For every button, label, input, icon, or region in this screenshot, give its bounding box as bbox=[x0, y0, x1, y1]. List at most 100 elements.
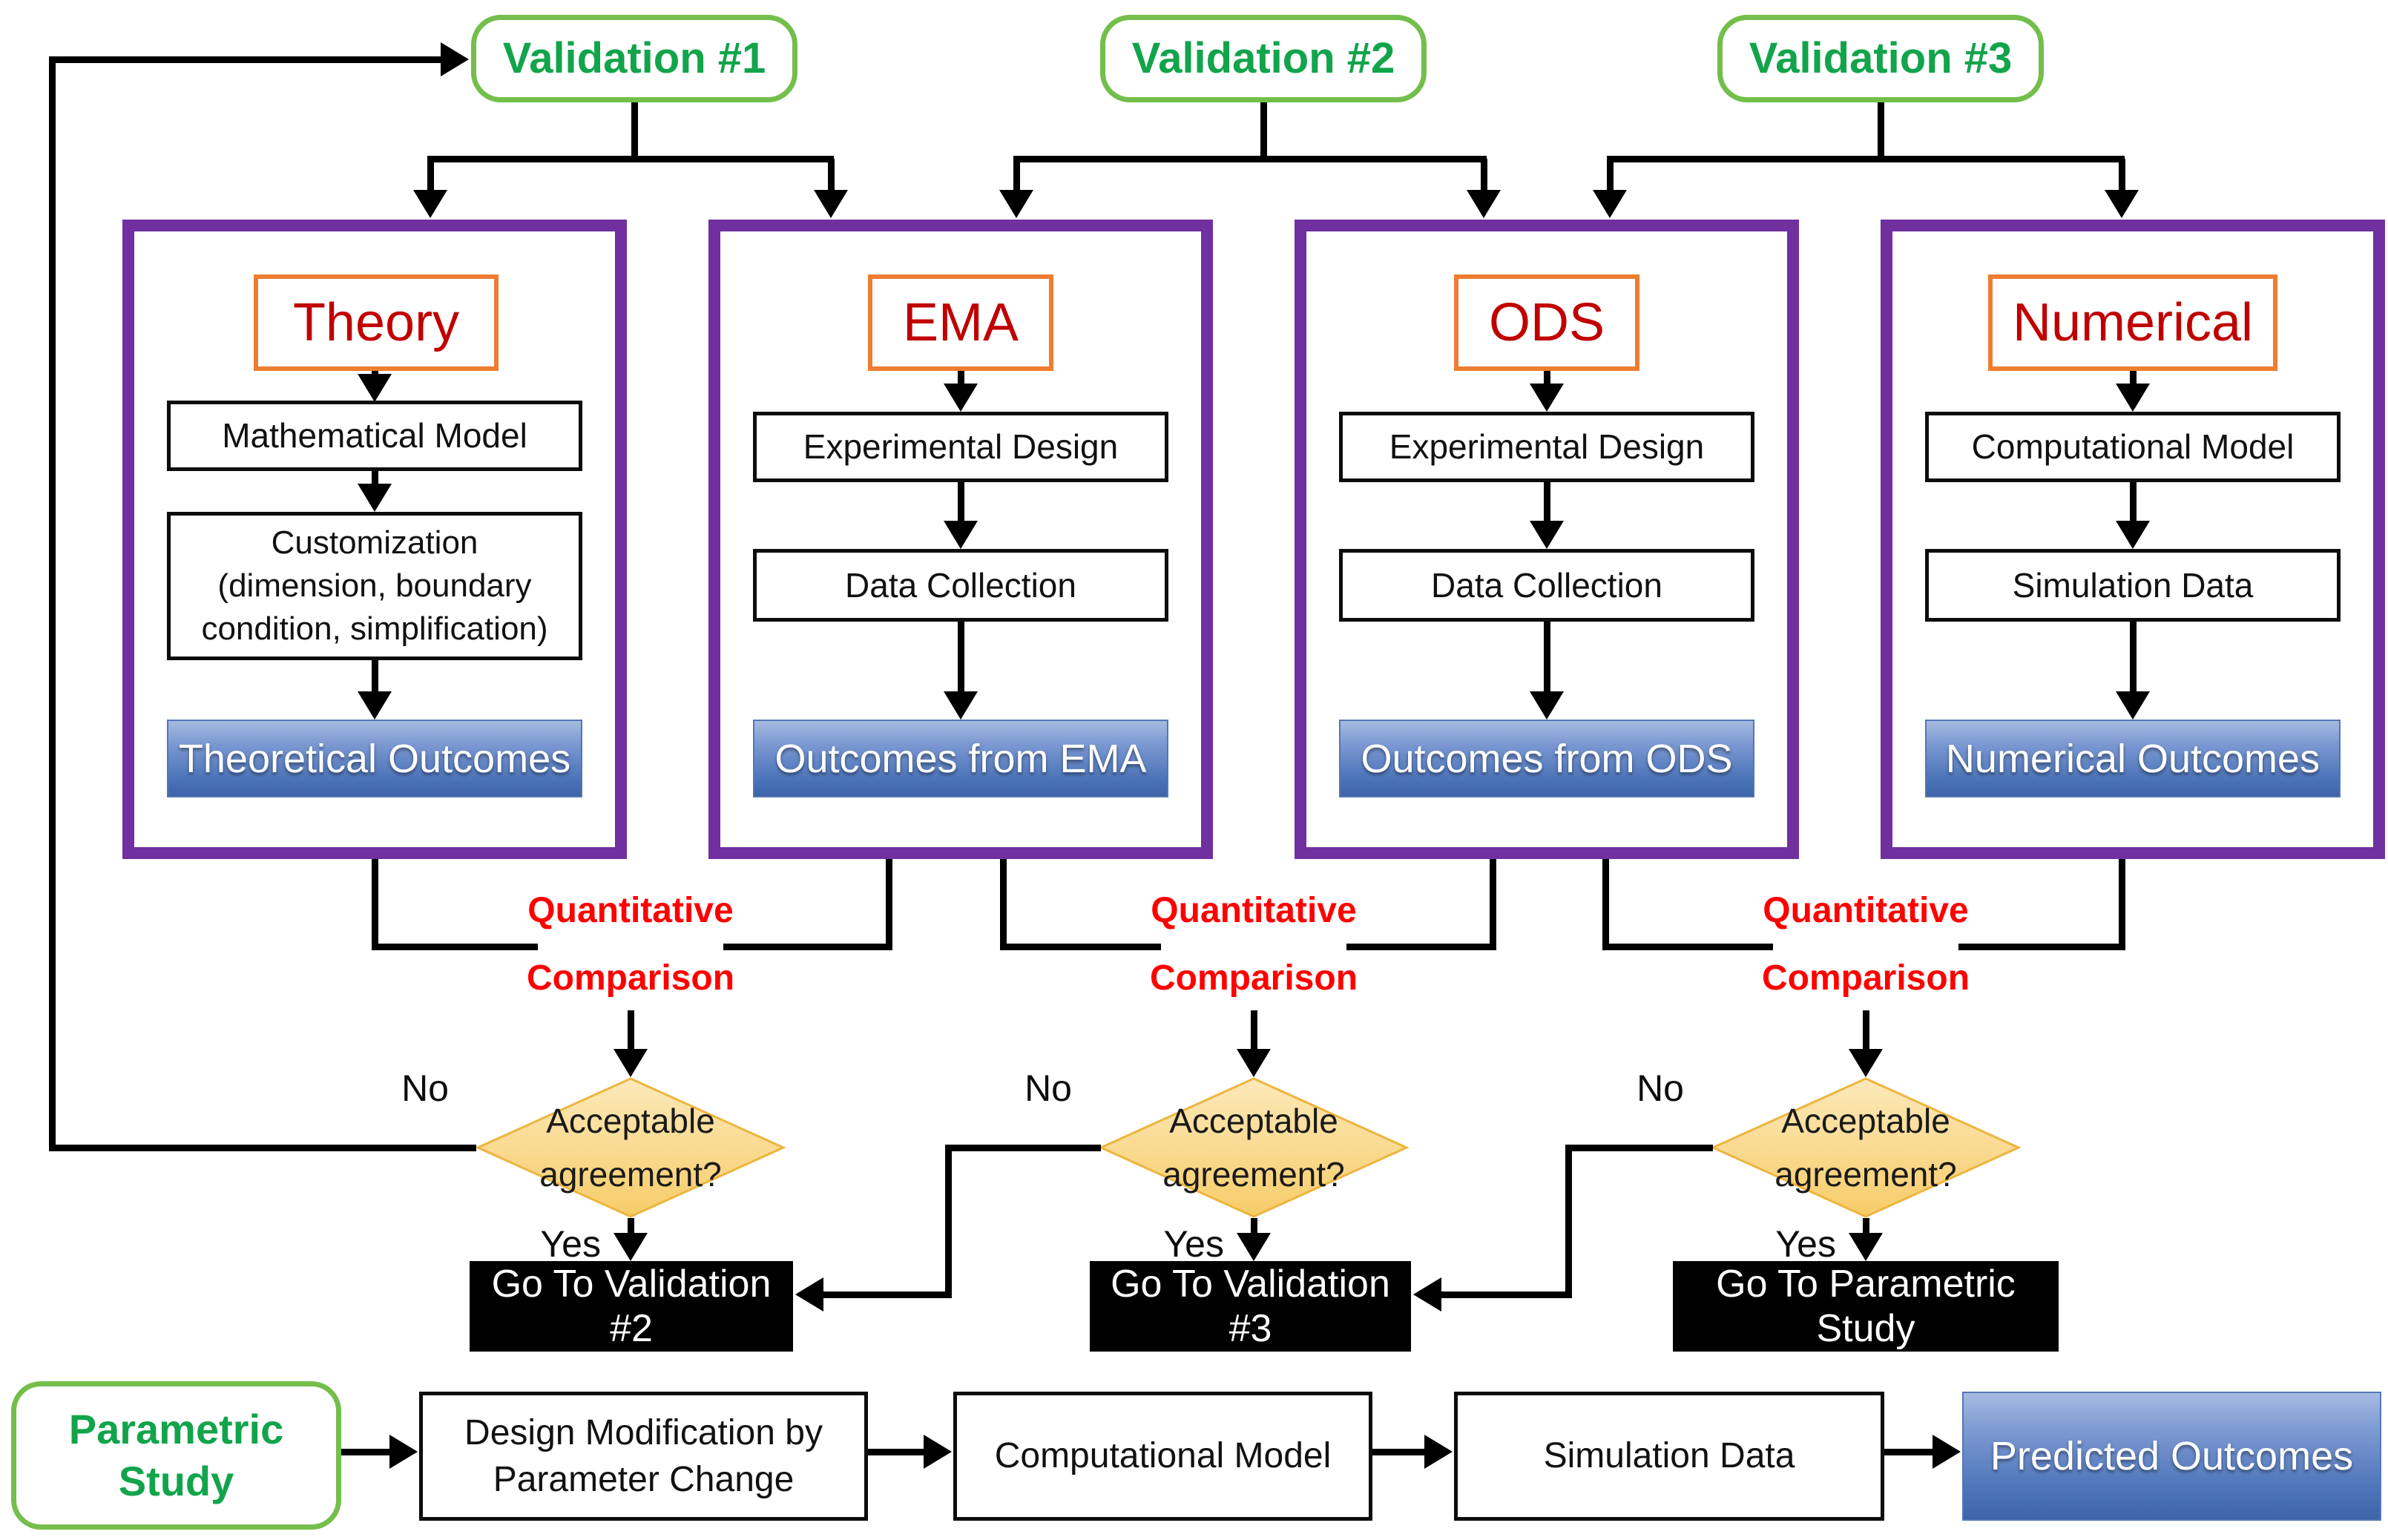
qc-line1: Quantitative bbox=[1763, 891, 1969, 930]
connector bbox=[1958, 944, 2125, 950]
arrowhead-down-icon bbox=[1237, 1049, 1271, 1077]
arrowhead-down-icon bbox=[944, 384, 978, 412]
qc-line2: Comparison bbox=[1149, 958, 1358, 998]
validation-1-box: Validation #1 bbox=[471, 15, 797, 102]
arrowhead-down-icon bbox=[1467, 190, 1501, 218]
validation-3-box: Validation #3 bbox=[1717, 15, 2044, 102]
connector-no-path-3 bbox=[1565, 1145, 1713, 1151]
step-label: Data Collection bbox=[845, 565, 1076, 605]
connector bbox=[958, 622, 964, 693]
numerical-title-box: Numerical bbox=[1988, 274, 2277, 371]
connector bbox=[341, 1449, 393, 1455]
connector-drop bbox=[1481, 159, 1487, 193]
connector-v2-branch bbox=[1013, 156, 1487, 162]
quantitative-comparison-label-2: Quantitative Comparison bbox=[1105, 890, 1402, 998]
step-label: Mathematical Model bbox=[222, 416, 527, 455]
arrowhead-down-icon bbox=[2116, 691, 2150, 720]
connector bbox=[2130, 371, 2137, 389]
connector-v2-stem bbox=[1260, 102, 1267, 159]
arrowhead-down-icon bbox=[358, 484, 392, 512]
bottom-step-design-modification: Design Modification by Parameter Change bbox=[419, 1392, 868, 1521]
connector-no-path-1 bbox=[52, 1145, 476, 1151]
no-label-1: No bbox=[401, 1067, 449, 1109]
decision-question-3: Acceptable agreement? bbox=[1747, 1099, 1984, 1196]
connector bbox=[868, 1449, 927, 1455]
arrowhead-down-icon bbox=[1849, 1233, 1883, 1261]
quantitative-comparison-label-1: Quantitative Comparison bbox=[482, 890, 779, 998]
connector bbox=[1544, 482, 1550, 524]
arrowhead-down-icon bbox=[413, 190, 447, 218]
arrowhead-down-icon bbox=[999, 190, 1033, 218]
connector-rail-to-validation1 bbox=[49, 56, 441, 63]
connector-no-path-2 bbox=[945, 1145, 952, 1298]
question-line1: Acceptable bbox=[1169, 1102, 1338, 1140]
connector bbox=[2130, 622, 2137, 693]
connector-v3-stem bbox=[1878, 102, 1884, 159]
action-box-goto-parametric-study: Go To Parametric Study bbox=[1673, 1261, 2059, 1352]
theory-step-customization: Customization (dimension, boundary condi… bbox=[167, 512, 582, 660]
arrowhead-down-icon bbox=[1530, 691, 1564, 720]
connector bbox=[958, 371, 964, 389]
validation-2-box: Validation #2 bbox=[1100, 15, 1427, 102]
arrowhead-into-validation1-icon bbox=[441, 42, 469, 76]
arrowhead-down-icon bbox=[614, 1049, 648, 1077]
bottom-step-simulation-data: Simulation Data bbox=[1454, 1392, 1884, 1521]
qc-line2: Comparison bbox=[1761, 958, 1970, 998]
arrowhead-down-icon bbox=[1237, 1233, 1271, 1261]
qc-line1: Quantitative bbox=[1151, 891, 1357, 930]
connector-drop bbox=[2119, 159, 2125, 193]
arrowhead-down-icon bbox=[2116, 384, 2150, 412]
question-line2: agreement? bbox=[1162, 1155, 1345, 1194]
connector-numerical-exit bbox=[2119, 859, 2125, 950]
outcome-label: Outcomes from ODS bbox=[1361, 736, 1733, 781]
no-label-3: No bbox=[1637, 1067, 1684, 1109]
parametric-study-box: Parametric Study bbox=[11, 1381, 341, 1530]
connector bbox=[1346, 944, 1496, 950]
yes-label-3: Yes bbox=[1775, 1223, 1836, 1265]
action-label: Go To Validation #2 bbox=[491, 1263, 772, 1350]
validation-1-label: Validation #1 bbox=[502, 33, 766, 82]
connector-v1-branch bbox=[427, 156, 834, 162]
ods-title-box: ODS bbox=[1454, 274, 1639, 371]
arrowhead-down-icon bbox=[1530, 521, 1564, 549]
connector bbox=[628, 1010, 634, 1052]
action-label: Go To Parametric Study bbox=[1716, 1263, 2016, 1350]
step-label: Experimental Design bbox=[1389, 427, 1705, 467]
ods-title: ODS bbox=[1488, 293, 1605, 352]
parametric-title-line2: Study bbox=[118, 1458, 234, 1504]
validation-2-label: Validation #2 bbox=[1131, 33, 1395, 82]
ema-step-experimental-design: Experimental Design bbox=[753, 412, 1168, 482]
theory-title-box: Theory bbox=[254, 274, 499, 371]
step-label: Computational Model bbox=[1971, 427, 2295, 467]
question-line2: agreement? bbox=[539, 1155, 722, 1194]
connector bbox=[372, 471, 378, 487]
connector-ema-left-exit bbox=[886, 859, 892, 950]
theory-title: Theory bbox=[292, 293, 460, 352]
qc-line2: Comparison bbox=[526, 958, 735, 998]
connector-v3-branch bbox=[1607, 156, 2125, 162]
outcome-label: Predicted Outcomes bbox=[1990, 1434, 2354, 1478]
arrowhead-down-icon bbox=[1849, 1049, 1883, 1077]
decision-question-2: Acceptable agreement? bbox=[1135, 1099, 1372, 1196]
connector bbox=[2130, 482, 2137, 524]
arrowhead-right-icon bbox=[924, 1435, 952, 1469]
connector-feedback-rail bbox=[49, 56, 56, 1151]
arrowhead-down-icon bbox=[1593, 190, 1627, 218]
connector bbox=[1863, 1010, 1869, 1052]
connector-drop bbox=[427, 159, 434, 193]
ema-title-box: EMA bbox=[868, 274, 1053, 371]
step-label: Experimental Design bbox=[803, 427, 1119, 467]
arrowhead-left-icon bbox=[1413, 1277, 1441, 1312]
connector bbox=[628, 1218, 634, 1239]
connector bbox=[1372, 1449, 1428, 1455]
arrowhead-down-icon bbox=[614, 1233, 648, 1261]
ods-step-data-collection: Data Collection bbox=[1339, 549, 1754, 622]
connector-no-path-2 bbox=[822, 1291, 952, 1298]
connector-ema-right-exit bbox=[1000, 859, 1007, 950]
connector bbox=[1251, 1218, 1257, 1239]
connector bbox=[958, 482, 964, 524]
arrowhead-down-icon bbox=[814, 190, 848, 218]
ema-step-data-collection: Data Collection bbox=[753, 549, 1168, 622]
arrowhead-down-icon bbox=[358, 691, 392, 720]
